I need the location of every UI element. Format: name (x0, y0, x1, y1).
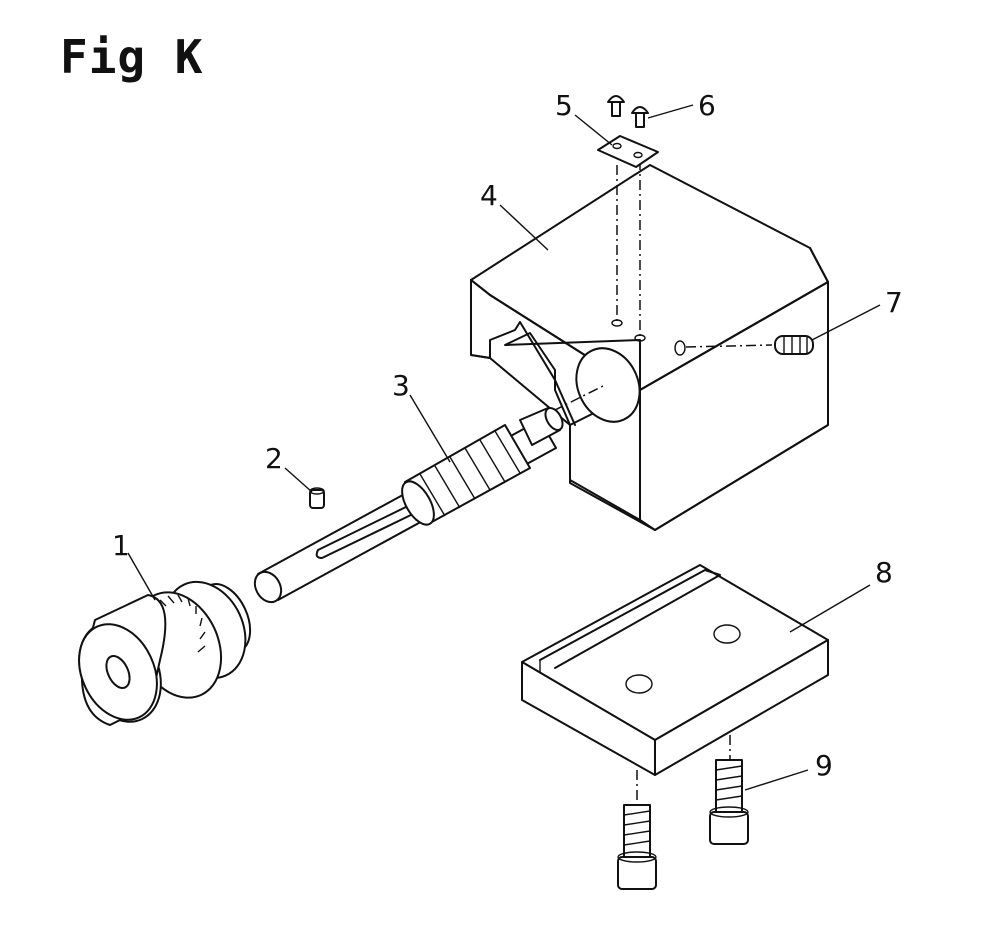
part-label-7: 7 (885, 286, 903, 319)
part-label-4: 4 (480, 179, 498, 212)
part-label-5: 5 (555, 89, 573, 122)
part-label-1: 1 (112, 529, 130, 562)
leader-lines (127, 104, 881, 791)
part-6-rivets (607, 95, 649, 128)
part-2-key-pin (309, 487, 325, 509)
part-label-8: 8 (875, 556, 893, 589)
part-label-6: 6 (698, 89, 716, 122)
part-5-plate (597, 135, 659, 168)
figure-title: Fig K (60, 30, 204, 84)
part-label-3: 3 (392, 369, 410, 402)
part-8-plate (521, 564, 829, 776)
part-7-set-screw (774, 335, 814, 355)
part-label-2: 2 (265, 442, 283, 475)
part-1-handwheel (78, 580, 252, 726)
part-9-cap-screws (617, 759, 749, 890)
part-label-9: 9 (815, 749, 833, 782)
part-3-lead-screw (253, 407, 564, 604)
